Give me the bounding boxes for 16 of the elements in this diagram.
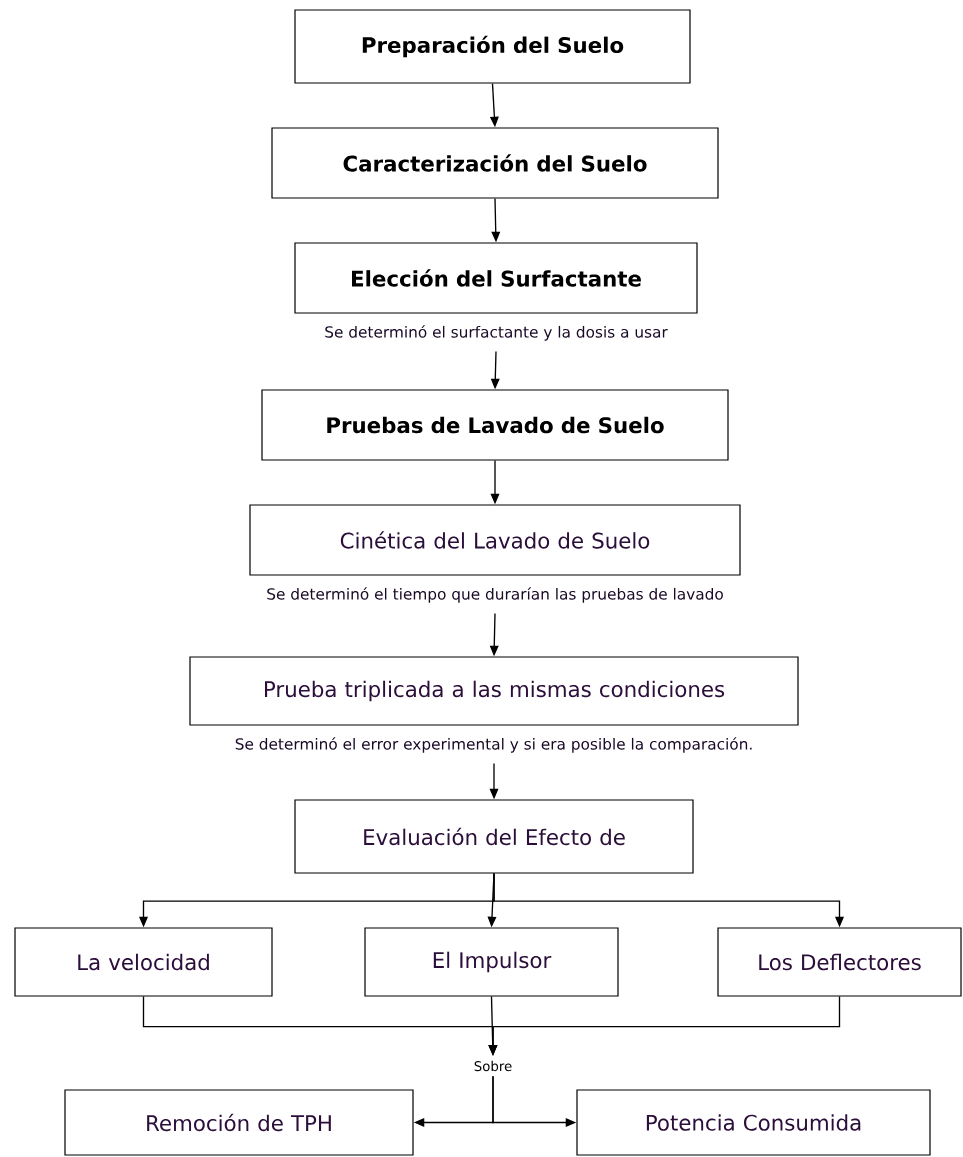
- note-text: Se determinó el surfactante y la dosis a usar: [325, 325, 668, 341]
- process-box: El Impulsor: [364, 927, 619, 997]
- note-text: Se determinó el tiempo que durarían las pruebas de lavado: [267, 587, 723, 603]
- process-box: Caracterización del Suelo: [271, 127, 719, 199]
- process-box: Preparación del Suelo: [294, 9, 691, 84]
- process-box: La velocidad: [14, 927, 273, 997]
- process-box: Pruebas de Lavado de Suelo: [261, 389, 729, 461]
- process-box: Los Deflectores: [717, 927, 962, 997]
- node-text: Sobre: [474, 1060, 512, 1072]
- process-box: Cinética del Lavado de Suelo: [249, 504, 741, 576]
- process-box: Evaluación del Efecto de: [294, 799, 694, 874]
- note-text: Se determinó el error experimental y si era posible la comparación.: [235, 737, 752, 753]
- process-box: Elección del Surfactante: [294, 242, 698, 314]
- process-box: Potencia Consumida: [576, 1089, 931, 1156]
- process-box: Remoción de TPH: [64, 1089, 414, 1156]
- process-box: Prueba triplicada a las mismas condiciones: [189, 656, 799, 726]
